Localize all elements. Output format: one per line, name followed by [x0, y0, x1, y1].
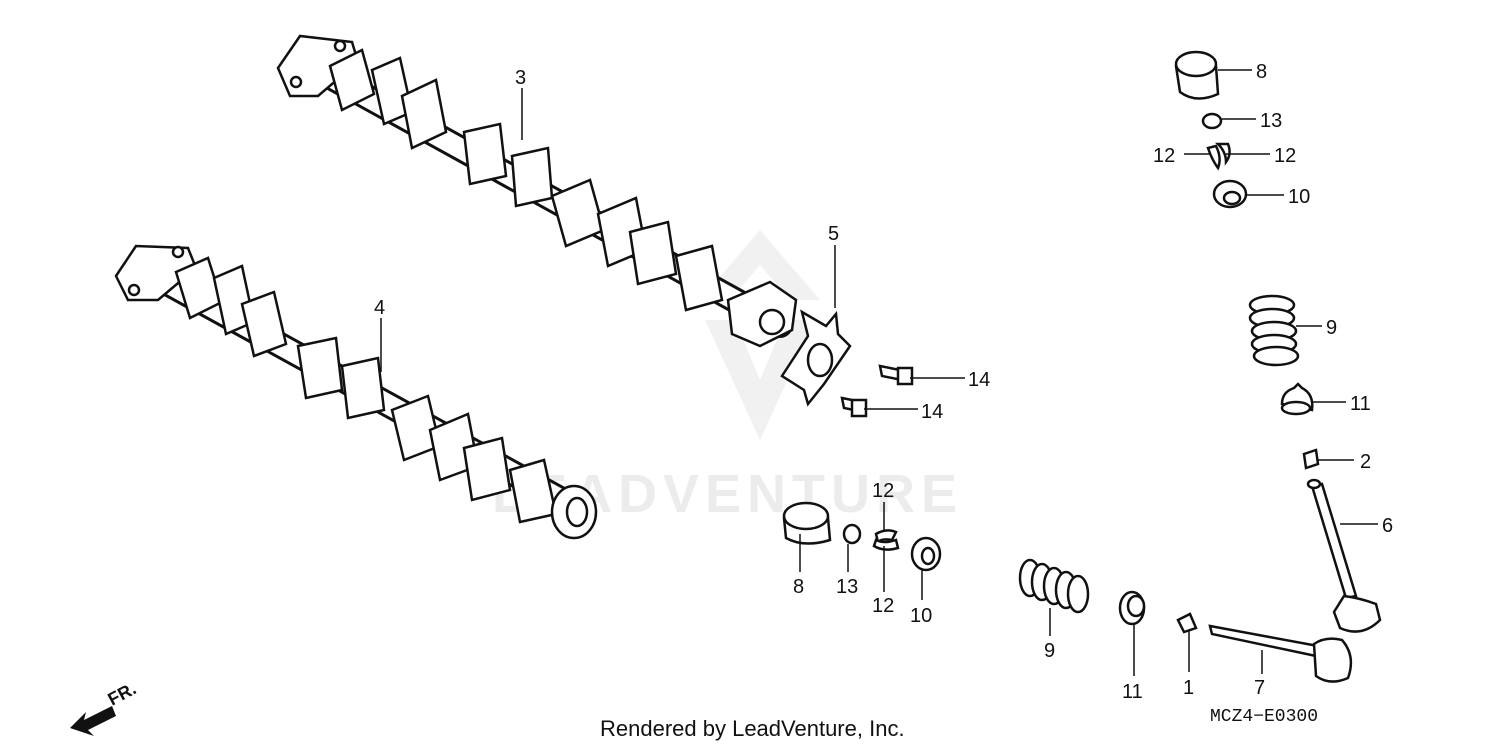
diagram-code: MCZ4−E0300: [1210, 707, 1319, 727]
callout-6: 6: [1382, 515, 1393, 537]
callout-10-upper: 10: [1288, 186, 1310, 208]
callout-5: 5: [828, 223, 839, 245]
callout-14-lower: 14: [921, 401, 943, 423]
callout-4: 4: [374, 297, 385, 319]
cam-plate: [780, 309, 852, 407]
callout-8-lower: 8: [793, 576, 804, 598]
callout-12-right: 12: [1274, 145, 1296, 167]
callout-13-lower: 13: [836, 576, 858, 598]
callout-12-bottom: 12: [872, 595, 894, 617]
callout-11-lower: 11: [1122, 681, 1143, 703]
callout-12-top: 12: [872, 480, 894, 502]
callout-12-left: 12: [1153, 145, 1175, 167]
callout-10-lower: 10: [910, 605, 932, 627]
credit-line: Rendered by LeadVenture, Inc.: [600, 716, 905, 741]
callout-3: 3: [515, 67, 526, 89]
callout-11-right: 11: [1350, 393, 1371, 415]
watermark-logo: [700, 230, 820, 440]
callout-1: 1: [1183, 677, 1194, 699]
valve-train-lower: [782, 501, 1353, 683]
callout-2: 2: [1360, 451, 1371, 473]
callout-8-upper: 8: [1256, 61, 1267, 83]
bolts: [840, 364, 914, 418]
callout-14-upper: 14: [968, 369, 990, 391]
valve-spring-right: [1248, 294, 1300, 367]
leader-lines: [380, 69, 1378, 676]
callout-13-upper: 13: [1260, 110, 1282, 132]
valve-train-upper-right: [1174, 50, 1382, 633]
front-arrow-icon: FR.: [70, 678, 139, 736]
callout-9-lower: 9: [1044, 640, 1055, 662]
front-marker-label: FR.: [104, 678, 139, 709]
callout-7: 7: [1254, 677, 1265, 699]
valve-spring-lower: [1018, 558, 1090, 614]
callout-labels: 3 4 5 14 14 8 13 12 12 10 9 11 2 6 12 8 …: [374, 61, 1393, 703]
callout-9-right: 9: [1326, 317, 1337, 339]
camshaft-lower: [114, 244, 598, 540]
camshaft-upper: [276, 34, 798, 348]
